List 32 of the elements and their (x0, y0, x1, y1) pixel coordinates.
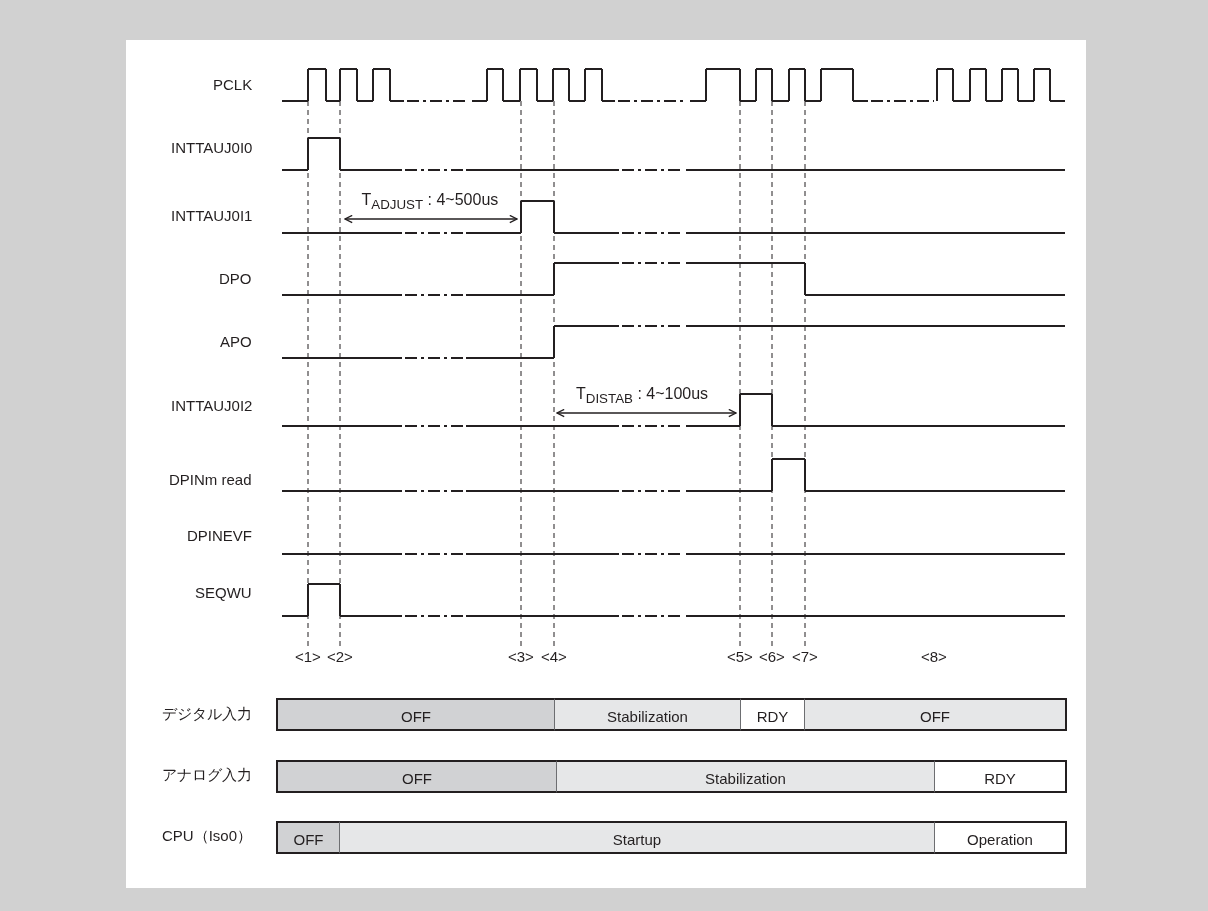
signal-name: DPINm read (169, 471, 252, 489)
dimension-label: T$_{DISTAB}$ : 4~100us (576, 384, 709, 408)
step-marker: <6> (759, 648, 785, 666)
signal-name: INTTAUJ0I2 (171, 397, 253, 415)
step-marker: <2> (327, 648, 353, 666)
step-marker: <8> (921, 648, 947, 666)
step-marker: <4> (541, 648, 567, 666)
state-bar-segment: Startup (339, 821, 934, 854)
signal-name: INTTAUJ0I1 (171, 207, 253, 225)
step-marker: <1> (295, 648, 321, 666)
step-marker: <3> (508, 648, 534, 666)
signal-name: DPINEVF (187, 527, 252, 545)
signal-name: SEQWU (195, 584, 252, 602)
signal-name: APO (220, 333, 252, 351)
row-label: デジタル入力 (162, 705, 252, 723)
step-marker: <7> (792, 648, 818, 666)
state-bar-segment: RDY (934, 760, 1067, 793)
state-bar-segment: Operation (934, 821, 1067, 854)
row-label: CPU（Iso0） (162, 827, 253, 845)
step-marker: <5> (727, 648, 753, 666)
state-bar-segment: Stabilization (554, 698, 740, 731)
signal-name: DPO (219, 270, 252, 288)
signal-name: PCLK (213, 76, 253, 94)
signal-name: INTTAUJ0I0 (171, 139, 253, 157)
state-bar-segment: OFF (276, 821, 339, 854)
state-bar-segment: OFF (276, 698, 554, 731)
state-bar-segment: OFF (804, 698, 1067, 731)
row-label: アナログ入力 (162, 766, 252, 784)
state-bar-segment: Stabilization (556, 760, 934, 793)
state-bar-segment: RDY (740, 698, 804, 731)
state-bar-segment: OFF (276, 760, 556, 793)
dimension-label: T$_{ADJUST}$ : 4~500us (361, 190, 499, 214)
